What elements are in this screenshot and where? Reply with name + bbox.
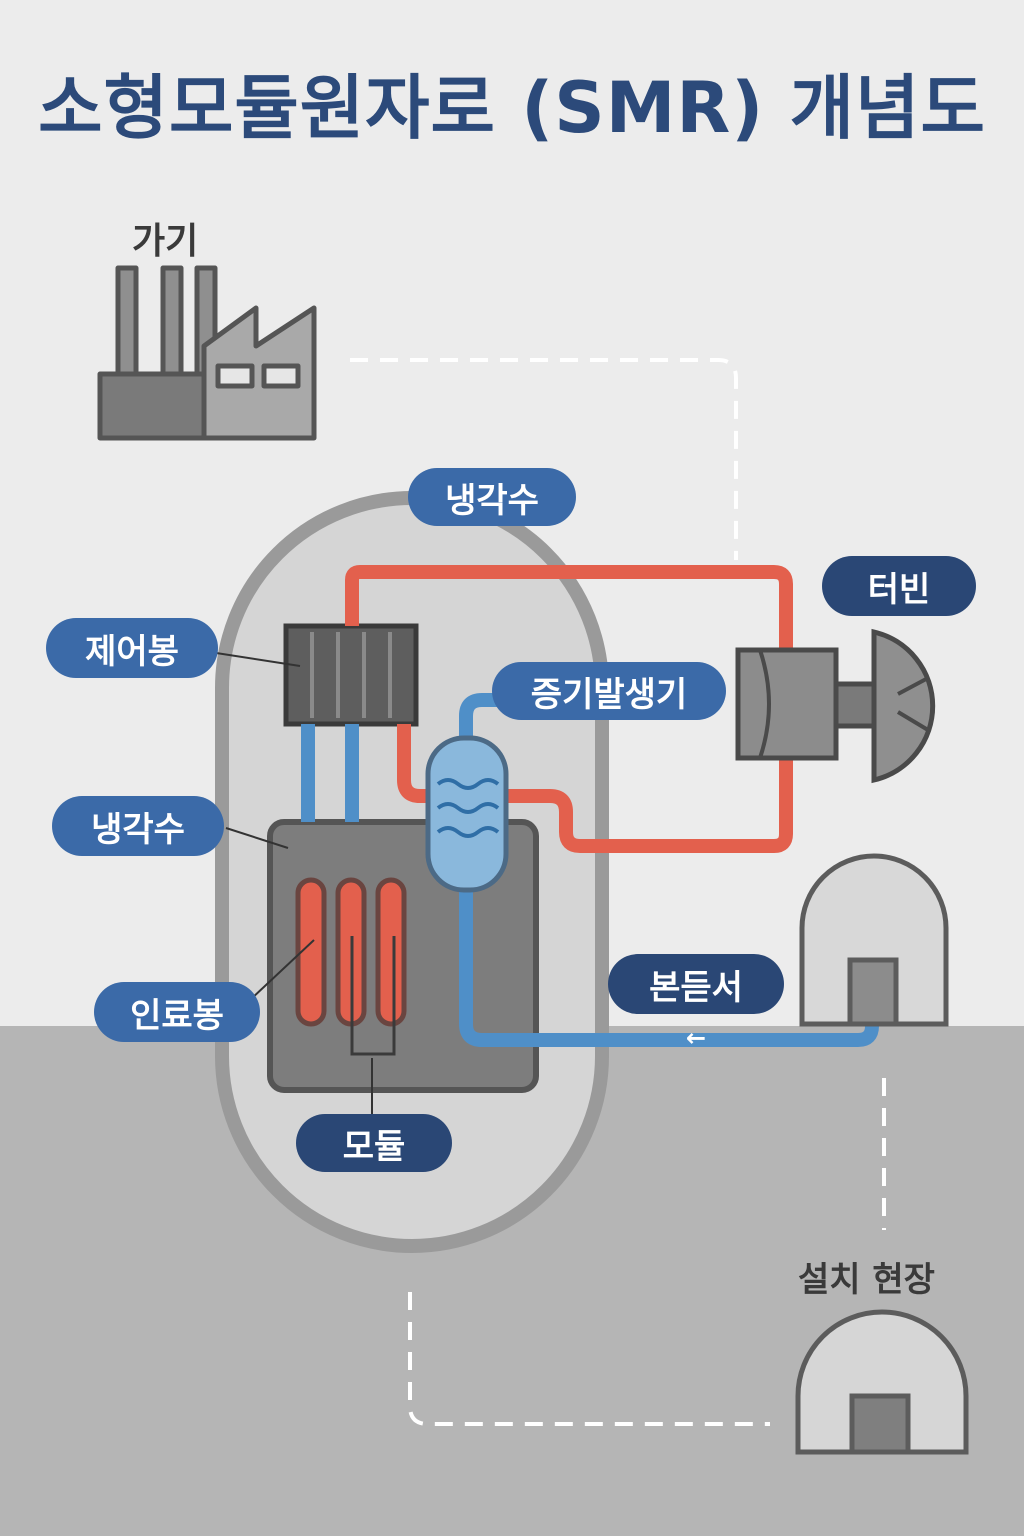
label-coolant-top: 냉각수 xyxy=(408,468,576,526)
steam-wave-lines xyxy=(436,778,500,838)
page-title: 소형모듈원자로 (SMR) 개념도 xyxy=(38,67,986,149)
label-fuel-rod: 인료봉 xyxy=(94,982,260,1042)
label-control-rod: 제어봉 xyxy=(46,618,218,678)
label-coolant-left: 냉각수 xyxy=(52,796,224,856)
factory-label: 가기 xyxy=(132,221,199,262)
condenser-building xyxy=(799,853,949,1027)
transport-route-top xyxy=(350,358,738,560)
site-label: 설치 현장 xyxy=(798,1260,935,1300)
factory-icon xyxy=(97,265,317,441)
control-rod-assembly xyxy=(283,623,419,727)
module-inner-line xyxy=(350,936,396,1056)
coolant-pipes xyxy=(301,724,359,822)
label-module: 모듈 xyxy=(296,1114,452,1172)
flow-arrow-icon: ← xyxy=(686,1024,707,1052)
label-steam-generator: 증기발생기 xyxy=(492,662,726,720)
condensate-return-pipe xyxy=(459,890,879,1047)
turbine-icon xyxy=(735,628,936,784)
transport-route-bottom xyxy=(408,1292,770,1426)
steam-line-pipe xyxy=(459,693,500,740)
label-turbine: 터빈 xyxy=(822,556,976,616)
site-building xyxy=(795,1309,969,1455)
label-condenser: 본듣서 xyxy=(608,954,784,1014)
